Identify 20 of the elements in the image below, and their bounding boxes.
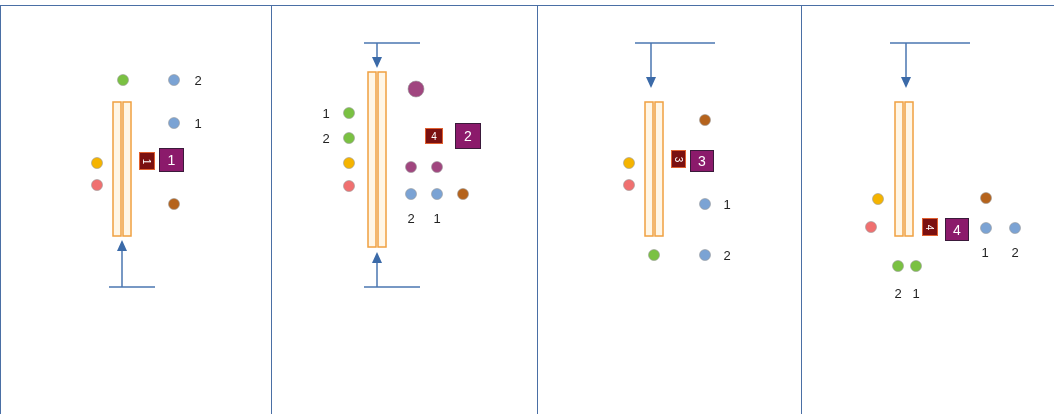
number-label: 2 xyxy=(1011,245,1019,259)
number-box: 3 xyxy=(671,150,686,168)
number-box: 1 xyxy=(139,152,155,170)
number-box: 4 xyxy=(922,218,938,236)
number-label: 2 xyxy=(407,211,415,225)
number-label: 1 xyxy=(322,106,330,120)
number-box: 2 xyxy=(455,123,481,149)
number-label: 2 xyxy=(894,286,902,300)
number-box: 3 xyxy=(690,150,714,172)
number-label: 2 xyxy=(194,73,202,87)
number-box: 4 xyxy=(425,128,443,144)
number-box: 1 xyxy=(159,148,184,172)
number-label: 1 xyxy=(433,211,441,225)
number-label: 1 xyxy=(723,197,731,211)
number-label: 1 xyxy=(912,286,920,300)
number-box: 4 xyxy=(945,218,969,241)
number-label: 2 xyxy=(322,131,330,145)
number-label: 2 xyxy=(723,248,731,262)
number-label: 1 xyxy=(981,245,989,259)
number-label: 1 xyxy=(194,116,202,130)
